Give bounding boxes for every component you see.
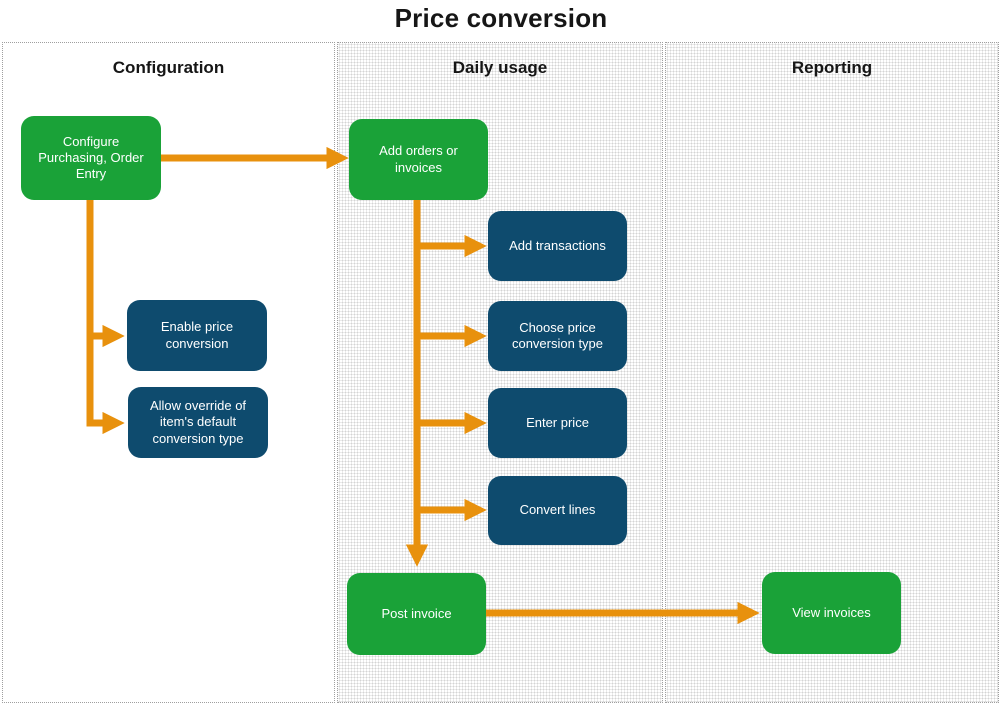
node-choose-price-conversion-type: Choose price conversion type bbox=[488, 301, 627, 371]
node-enable-price-conversion-label: Enable price conversion bbox=[160, 319, 234, 351]
page-title: Price conversion bbox=[394, 3, 608, 33]
node-view-invoices: View invoices bbox=[762, 572, 901, 654]
node-allow-override: Allow override of item's default convers… bbox=[128, 387, 268, 458]
lane-reporting: Reporting bbox=[665, 42, 999, 703]
lane-reporting-title: Reporting bbox=[791, 58, 873, 77]
node-enter-price-label: Enter price bbox=[526, 414, 589, 430]
node-enter-price: Enter price bbox=[488, 388, 627, 458]
lane-configuration-title: Configuration bbox=[112, 58, 225, 77]
node-configure-purchasing: Configure Purchasing, Order Entry bbox=[21, 116, 161, 200]
node-convert-lines: Convert lines bbox=[488, 476, 627, 545]
node-view-invoices-label: View invoices bbox=[792, 604, 871, 620]
node-allow-override-label: Allow override of item's default convers… bbox=[149, 398, 247, 446]
node-convert-lines-label: Convert lines bbox=[519, 502, 596, 518]
node-post-invoice: Post invoice bbox=[347, 573, 486, 655]
node-add-transactions-label: Add transactions bbox=[509, 237, 606, 253]
node-choose-price-conversion-type-label: Choose price conversion type bbox=[511, 319, 604, 351]
node-post-invoice-label: Post invoice bbox=[381, 605, 452, 621]
node-add-orders-or-invoices-label: Add orders or invoices bbox=[379, 143, 458, 175]
node-add-transactions: Add transactions bbox=[488, 211, 627, 281]
node-configure-purchasing-label: Configure Purchasing, Order Entry bbox=[38, 133, 144, 182]
node-add-orders-or-invoices: Add orders or invoices bbox=[349, 119, 488, 200]
lane-daily-usage-title: Daily usage bbox=[452, 58, 548, 77]
node-enable-price-conversion: Enable price conversion bbox=[127, 300, 267, 371]
